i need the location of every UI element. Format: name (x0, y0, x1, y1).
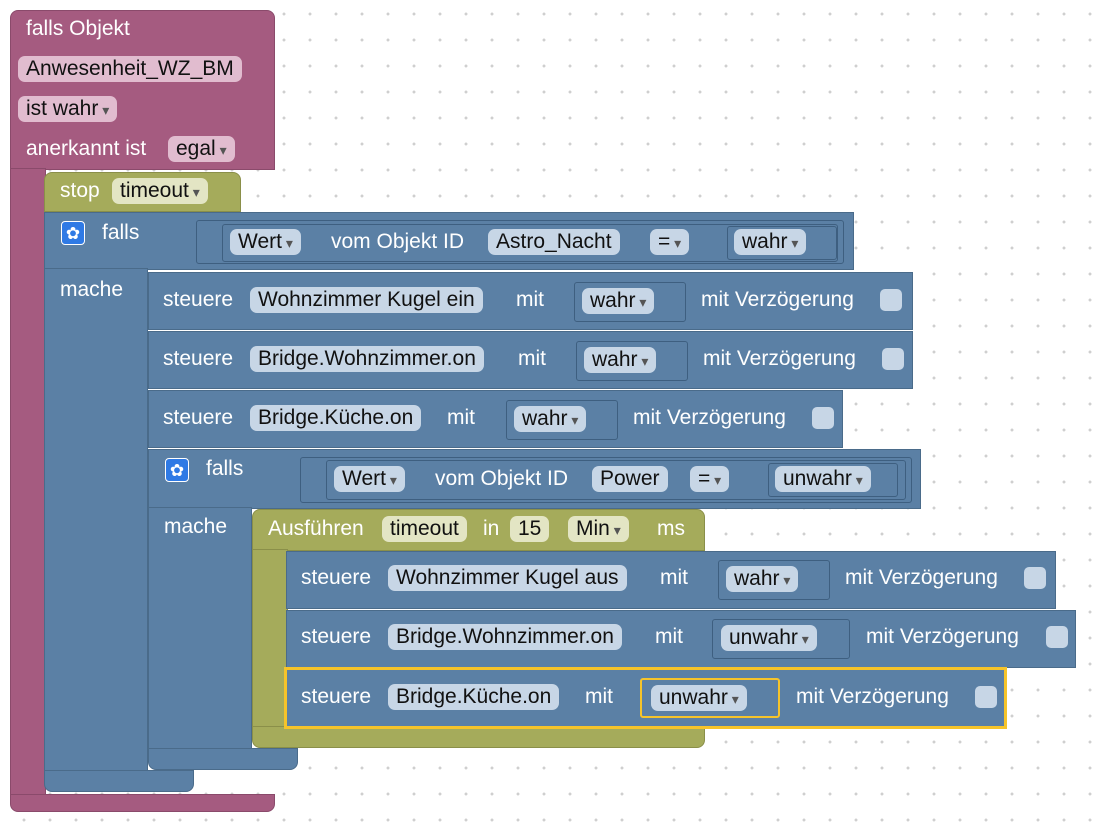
gear-icon[interactable]: ✿ (61, 221, 85, 245)
from-object-label-2: vom Objekt ID (435, 467, 569, 490)
event-header: falls Objekt (26, 17, 130, 40)
from-object-label-1: vom Objekt ID (331, 230, 465, 253)
steuere-label: steuere (163, 406, 234, 429)
delay-checkbox[interactable] (1024, 567, 1046, 589)
control-value[interactable]: unwahr (651, 685, 747, 711)
steuere-label: steuere (163, 288, 234, 311)
operator-dropdown-1[interactable]: = (650, 229, 690, 255)
compare-value-2[interactable]: unwahr (775, 466, 871, 492)
control-target[interactable]: Wohnzimmer Kugel ein (250, 287, 483, 313)
compare-value-1[interactable]: wahr (734, 229, 807, 255)
mit-label: mit (518, 347, 546, 370)
steuere-label: steuere (301, 685, 372, 708)
timeout-in-label: in (483, 517, 500, 540)
control-target[interactable]: Bridge.Küche.on (388, 684, 560, 710)
delay-label: mit Verzögerung (703, 347, 856, 370)
mit-label: mit (447, 406, 475, 429)
delay-label: mit Verzögerung (796, 685, 949, 708)
if-1-falls: falls (102, 221, 140, 244)
control-block-2[interactable] (148, 331, 913, 389)
timeout-block-spine (252, 549, 288, 729)
mit-label: mit (585, 685, 613, 708)
steuere-label: steuere (163, 347, 234, 370)
delay-label: mit Verzögerung (866, 625, 1019, 648)
delay-checkbox[interactable] (880, 289, 902, 311)
timeout-label: Ausführen (268, 517, 364, 540)
control-target[interactable]: Wohnzimmer Kugel aus (388, 565, 627, 591)
timeout-amount[interactable]: 15 (510, 516, 550, 542)
delay-checkbox[interactable] (975, 686, 997, 708)
delay-checkbox[interactable] (882, 348, 904, 370)
if-2-mache: mache (164, 515, 228, 538)
timeout-timer-name[interactable]: timeout (382, 516, 467, 542)
event-block-foot (10, 794, 275, 812)
timeout-block[interactable] (252, 509, 705, 551)
if-block-2-spine (148, 507, 252, 762)
ack-label: anerkannt ist (26, 137, 147, 160)
steuere-label: steuere (301, 566, 372, 589)
if-block-2-foot (148, 748, 298, 770)
mit-label: mit (655, 625, 683, 648)
timeout-ms-label: ms (657, 517, 685, 540)
object-id-1[interactable]: Astro_Nacht (488, 229, 620, 255)
ack-dropdown[interactable]: egal (168, 136, 235, 162)
delay-label: mit Verzögerung (845, 566, 998, 589)
mit-label: mit (660, 566, 688, 589)
object-id-field[interactable]: Anwesenheit_WZ_BM (18, 56, 242, 82)
value-dropdown-1[interactable]: Wert (230, 229, 301, 255)
control-value[interactable]: wahr (514, 406, 587, 432)
if-block-1-spine (44, 268, 148, 778)
mit-label: mit (516, 288, 544, 311)
control-target[interactable]: Bridge.Küche.on (250, 405, 422, 431)
delay-label: mit Verzögerung (633, 406, 786, 429)
control-value[interactable]: wahr (726, 566, 799, 592)
control-target[interactable]: Bridge.Wohnzimmer.on (388, 624, 622, 650)
event-block-spine (10, 168, 46, 798)
object-id-2[interactable]: Power (592, 466, 668, 492)
value-dropdown-2[interactable]: Wert (334, 466, 405, 492)
if-2-falls: falls (206, 457, 244, 480)
condition-dropdown[interactable]: ist wahr (18, 96, 118, 122)
delay-label: mit Verzögerung (701, 288, 854, 311)
if-block-1-foot (44, 770, 194, 792)
gear-icon[interactable]: ✿ (165, 458, 189, 482)
stop-label: stop (60, 179, 100, 202)
operator-dropdown-2[interactable]: = (690, 466, 730, 492)
delay-checkbox[interactable] (812, 407, 834, 429)
control-value[interactable]: wahr (584, 347, 657, 373)
if-1-mache: mache (60, 278, 124, 301)
control-target[interactable]: Bridge.Wohnzimmer.on (250, 346, 484, 372)
timeout-block-foot (252, 726, 705, 748)
timeout-unit-dropdown[interactable]: Min (568, 516, 629, 542)
stop-timer-dropdown[interactable]: timeout (112, 178, 208, 204)
control-value[interactable]: wahr (582, 288, 655, 314)
control-value[interactable]: unwahr (721, 625, 817, 651)
steuere-label: steuere (301, 625, 372, 648)
delay-checkbox[interactable] (1046, 626, 1068, 648)
